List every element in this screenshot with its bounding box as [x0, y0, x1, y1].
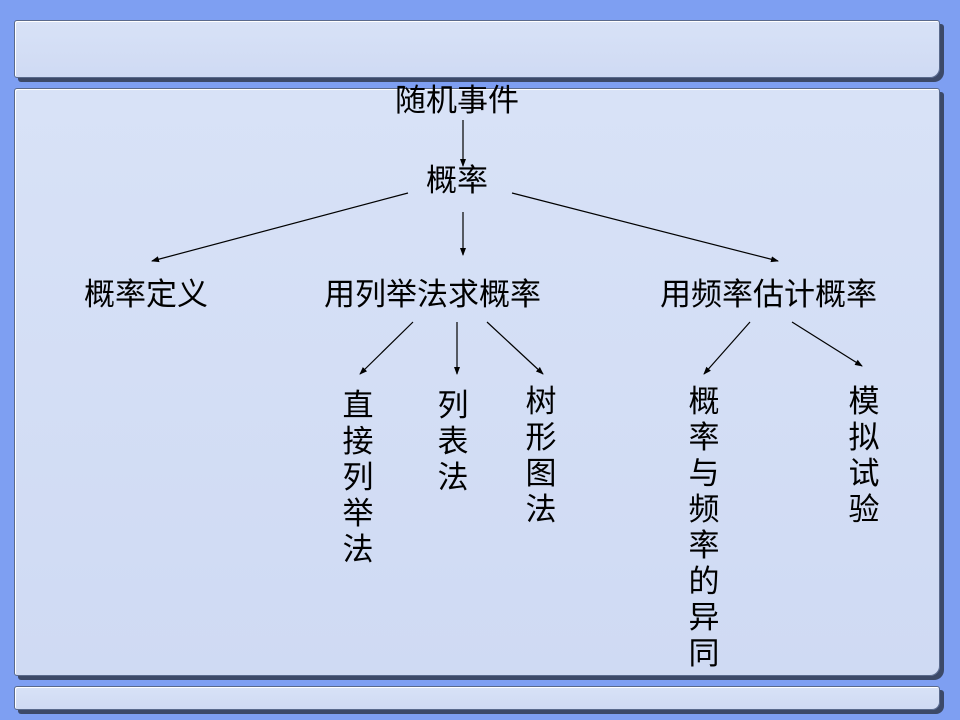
edge-level1-definition [151, 192, 409, 263]
bottom-band [14, 686, 940, 710]
edge-enumeration-direct [359, 321, 414, 375]
node-direct-enumeration: 直接列举法 [342, 388, 374, 568]
node-probability-definition: 概率定义 [84, 277, 208, 313]
node-probability-frequency-compare: 概率与频率的异同 [688, 384, 720, 672]
node-enumeration-method: 用列举法求概率 [324, 277, 541, 313]
node-simulation-experiment: 模拟试验 [848, 384, 880, 528]
top-band [14, 20, 940, 78]
node-probability: 概率 [426, 163, 488, 199]
node-tree-diagram: 树形图法 [525, 384, 557, 528]
edge-enumeration-tree [486, 321, 544, 375]
edge-frequency-simulation [791, 321, 863, 367]
main-panel [14, 88, 940, 676]
edge-frequency-compare [703, 321, 751, 375]
edge-level1-frequency [511, 192, 779, 263]
node-root: 随机事件 [395, 83, 519, 119]
node-frequency-estimate: 用频率估计概率 [660, 277, 877, 313]
node-table-method: 列表法 [437, 388, 469, 496]
